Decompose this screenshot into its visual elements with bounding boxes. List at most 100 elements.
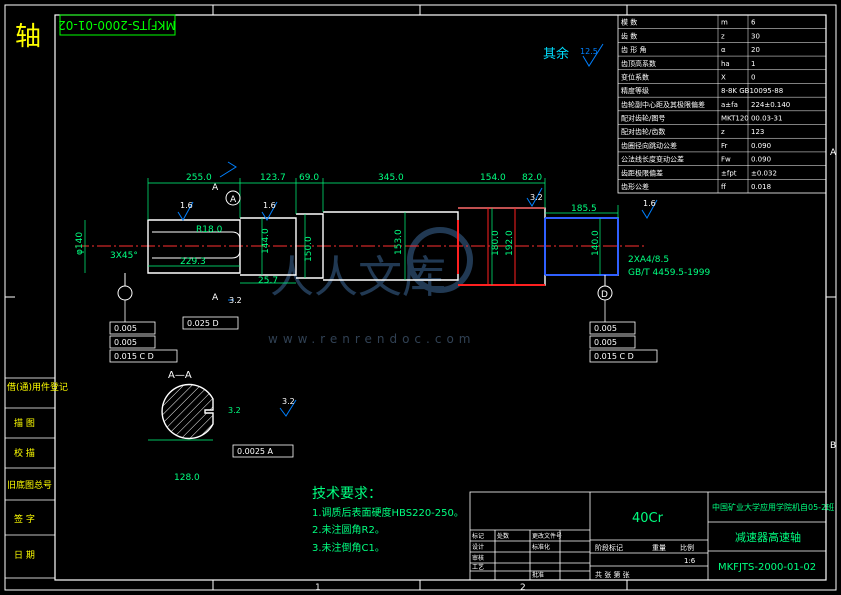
roughness-1-6-c: 1.6 [643, 199, 656, 208]
param-cell-8-2: 123 [751, 128, 764, 136]
mirrored-drawing-number: MKFJTS-2000-01-02 [58, 18, 176, 32]
param-cell-9-2: 0.090 [751, 142, 771, 150]
param-cell-6-1: a±fa [721, 101, 738, 109]
param-cell-1-0: 齿 数 [621, 31, 637, 40]
section-mark-a-top: A [212, 183, 219, 193]
tech-item-2: 2.未注圆角R2。 [312, 523, 385, 536]
weight-label: 重量 [652, 544, 666, 552]
param-cell-9-0: 齿圈径向跳动公差 [621, 141, 677, 150]
param-cell-5-1: 8-8K GB10095-88 [721, 87, 783, 95]
tol-symmetry: 0.0025 A [237, 447, 274, 456]
param-cell-10-0: 公法线长度变动公差 [621, 155, 684, 164]
param-cell-11-1: ±fpt [721, 169, 737, 177]
param-cell-6-2: 224±0.140 [751, 101, 790, 109]
tol-right-2: 0.005 [594, 338, 617, 347]
param-cell-8-0: 配对齿轮/齿数 [621, 127, 665, 136]
sheet-count: 共 张 第 张 [595, 570, 630, 579]
param-cell-1-2: 30 [751, 32, 760, 40]
title-mark: 轴 [15, 22, 41, 52]
zone-letter-b: B [830, 441, 836, 451]
section-a-a [161, 383, 214, 440]
param-cell-0-1: m [721, 19, 728, 27]
roughness-rest-label: 其余 [543, 46, 569, 62]
param-cell-9-1: Fr [721, 142, 728, 150]
datum-a-upper: A [230, 195, 237, 205]
tb-row-1: 处数 [497, 532, 509, 540]
param-cell-10-2: 0.090 [751, 156, 771, 164]
dim-154: 154.0 [480, 173, 506, 183]
dim-192: 192.0 [505, 230, 515, 256]
param-cell-12-2: 0.018 [751, 183, 771, 191]
tb-role-2: 审核 [472, 554, 484, 562]
param-cell-12-0: 齿形公差 [621, 182, 649, 191]
param-cell-2-2: 20 [751, 46, 760, 54]
tb-role-3: 工艺 [472, 563, 484, 571]
param-cell-1-1: z [721, 32, 725, 40]
param-cell-6-0: 齿轮副中心距及其极限偏差 [621, 100, 705, 109]
param-cell-0-2: 6 [751, 19, 756, 27]
dim-82: 82.0 [522, 173, 542, 183]
param-cell-0-0: 模 数 [621, 18, 637, 27]
watermark-url: www.renrendoc.com [268, 332, 475, 346]
tol-left-2: 0.005 [114, 338, 137, 347]
radius-r18: R18.0 [196, 225, 223, 235]
param-cell-12-1: ff [721, 183, 726, 191]
tb-role-0: 设计 [472, 543, 484, 551]
side-block [4, 377, 56, 579]
chamfer-label: 3X45° [110, 251, 138, 261]
param-cell-4-0: 变位系数 [621, 72, 649, 81]
roughness-3-2-a: 3.2 [229, 296, 242, 305]
dim-25-7: 25.7 [258, 276, 278, 286]
side-block-2: 校 描 [14, 447, 35, 459]
side-block-4: 签 字 [14, 513, 35, 525]
dim-128: 128.0 [174, 473, 200, 483]
center-hole-label: 2XA4/8.5 [628, 255, 669, 265]
param-cell-2-1: α [721, 46, 726, 54]
side-block-3: 旧底图总号 [7, 479, 52, 491]
param-cell-4-2: 0 [751, 73, 755, 81]
dim-229-3: 229.3 [180, 257, 206, 267]
param-cell-3-2: 1 [751, 60, 755, 68]
material: 40Cr [632, 511, 664, 526]
section-roughness: 3.2 [228, 406, 241, 415]
roughness-1-6-b: 1.6 [263, 201, 276, 210]
param-cell-4-1: X [721, 73, 726, 81]
param-cell-3-0: 齿顶高系数 [621, 59, 656, 68]
dim-140b: 140.0 [591, 230, 601, 256]
param-cell-3-1: ha [721, 60, 730, 68]
datum-d: D [601, 290, 608, 300]
section-label: A—A [168, 370, 192, 381]
tol-left-3: 0.015 C D [114, 352, 154, 361]
tol-perpendicular: 0.025 D [187, 319, 219, 328]
tb-row-3: 更改文件号 [532, 532, 562, 540]
school-name: 中国矿业大学应用学院机自05-2班 [712, 502, 834, 512]
param-cell-7-0: 配对齿轮/图号 [621, 114, 665, 123]
param-cell-2-0: 齿 形 角 [621, 45, 646, 54]
dim-255: 255.0 [186, 173, 212, 183]
tb-role-1: 标准化 [532, 543, 550, 551]
roughness-3-2-b: 3.2 [530, 193, 543, 202]
side-block-0: 借(通)用件登记 [7, 381, 68, 393]
side-block-1: 描 图 [14, 417, 35, 429]
dim-180: 180.0 [491, 230, 501, 256]
zone-number-1: 1 [315, 583, 321, 593]
tol-right-1: 0.005 [594, 324, 617, 333]
param-cell-11-0: 齿距极限偏差 [621, 168, 663, 177]
stage-label: 阶段标记 [595, 543, 623, 552]
side-block-5: 日 期 [14, 550, 35, 561]
tech-item-3: 3.未注倒角C1。 [312, 541, 385, 554]
zone-letter-a: A [830, 148, 837, 158]
dim-150: 150.0 [304, 236, 314, 262]
tech-title: 技术要求： [312, 486, 382, 502]
roughness-1-6-a: 1.6 [180, 201, 193, 210]
zone-number-2: 2 [520, 583, 526, 593]
dim-185-5: 185.5 [571, 204, 597, 214]
title-block [469, 491, 827, 581]
ratio-label: 比例 [680, 543, 694, 552]
dim-123-7: 123.7 [260, 173, 286, 183]
dim-144: 144.0 [261, 228, 271, 254]
dim-153: 153.0 [394, 229, 404, 255]
tol-right-3: 0.015 C D [594, 352, 634, 361]
